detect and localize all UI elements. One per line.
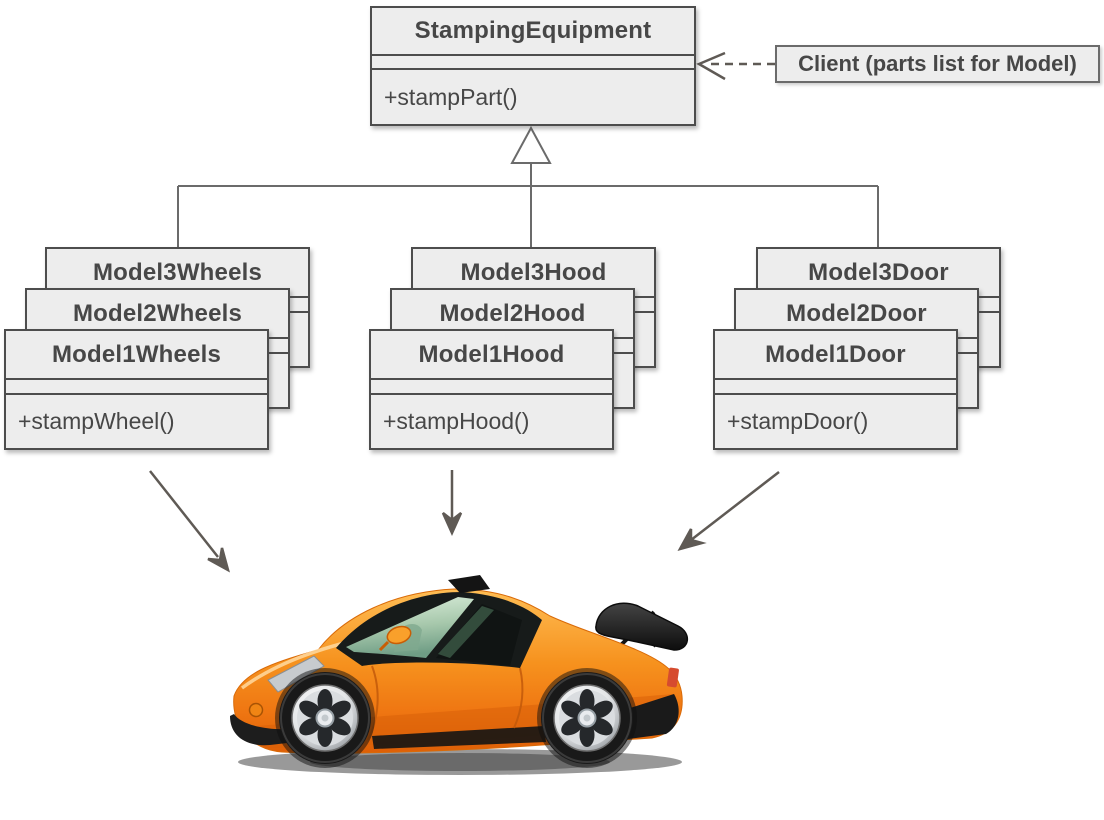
car-front-wheel (275, 668, 375, 768)
car-roof-fin (448, 575, 490, 593)
class-method: +stampDoor() (727, 408, 869, 434)
car-rear-bumper (624, 694, 679, 739)
car-headlight (267, 655, 325, 693)
class-method: +stampWheel() (18, 408, 175, 434)
class-attributes (6, 380, 267, 395)
class-box-model1door: Model1Door +stampDoor() (713, 329, 958, 450)
car-taillight (666, 667, 679, 688)
hood-arrow-icon (441, 470, 463, 537)
class-title: Model1Door (715, 331, 956, 380)
class-title: StampingEquipment (372, 8, 694, 56)
inheritance-triangle-icon (510, 125, 552, 164)
class-box-model1wheels: Model1Wheels +stampWheel() (4, 329, 269, 450)
car-illustration (230, 575, 688, 775)
car-foglight (248, 702, 264, 718)
class-title: Model1Hood (371, 331, 612, 380)
dependency-arrow-icon (696, 51, 775, 81)
car-rear-wheel (537, 668, 637, 768)
car-spoiler (595, 602, 688, 651)
car-side-window (436, 604, 522, 666)
door-arrow-icon (677, 471, 780, 551)
instantiates-arrows (149, 470, 780, 573)
client-note: Client (parts list for Model) (775, 45, 1100, 83)
inheritance-lines (177, 163, 879, 247)
class-attributes (372, 56, 694, 70)
class-title: Model1Wheels (6, 331, 267, 380)
class-method: +stampPart() (384, 83, 518, 110)
class-box-stamping-equipment: StampingEquipment +stampPart() (370, 6, 696, 126)
class-attributes (371, 380, 612, 395)
wheel-arrow-icon (149, 470, 230, 573)
class-method: +stampHood() (383, 408, 530, 434)
car-mirror (378, 625, 412, 652)
class-attributes (715, 380, 956, 395)
class-box-model1hood: Model1Hood +stampHood() (369, 329, 614, 450)
